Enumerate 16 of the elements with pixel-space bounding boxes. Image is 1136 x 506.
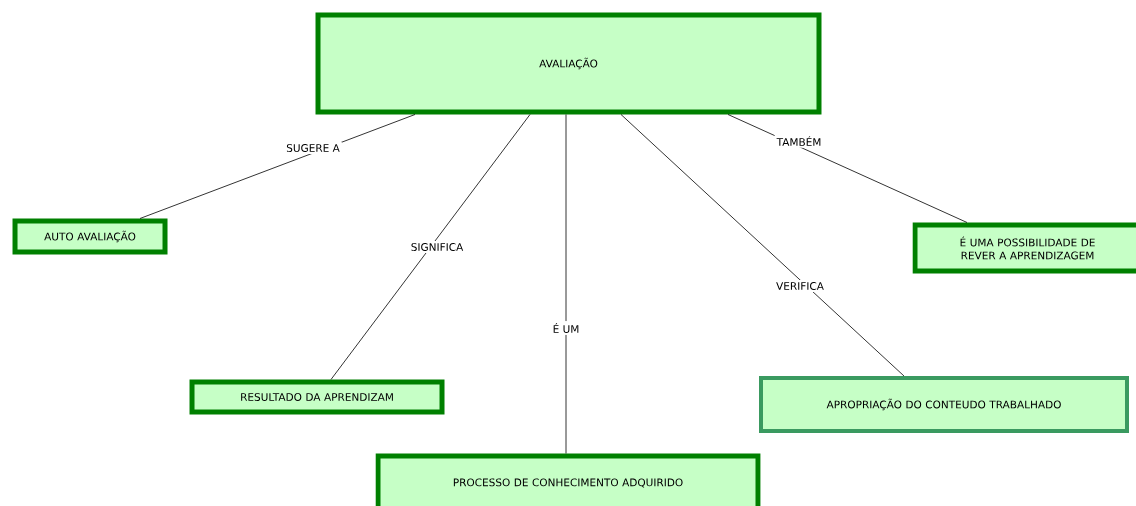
concept-box: É UMA POSSIBILIDADE DE REVER A APRENDIZAGEM [912,222,1136,274]
connector-line [330,114,531,380]
edge-label: TAMBÉM [774,134,824,148]
connector-line [139,114,416,219]
edge-label: SUGERE A [284,142,342,154]
concept-box: APROPRIAÇÃO DO CONTEUDO TRABALHADO [759,376,1129,433]
concept-box: AVALIAÇÃO [315,12,822,115]
edge-label: SIGNIFICA [408,241,466,253]
edge-label: É UM [550,321,582,335]
edge-label: VERIFICA [774,280,826,292]
concept-box: PROCESSO DE CONHECIMENTO ADQUIRIDO [375,453,761,506]
connector-line [565,114,567,454]
concept-box: AUTO AVALIAÇÃO [12,218,168,255]
concept-box: RESULTADO DA APRENDIZAM [189,379,445,415]
connector-line [727,114,968,223]
connector-line [620,114,905,377]
